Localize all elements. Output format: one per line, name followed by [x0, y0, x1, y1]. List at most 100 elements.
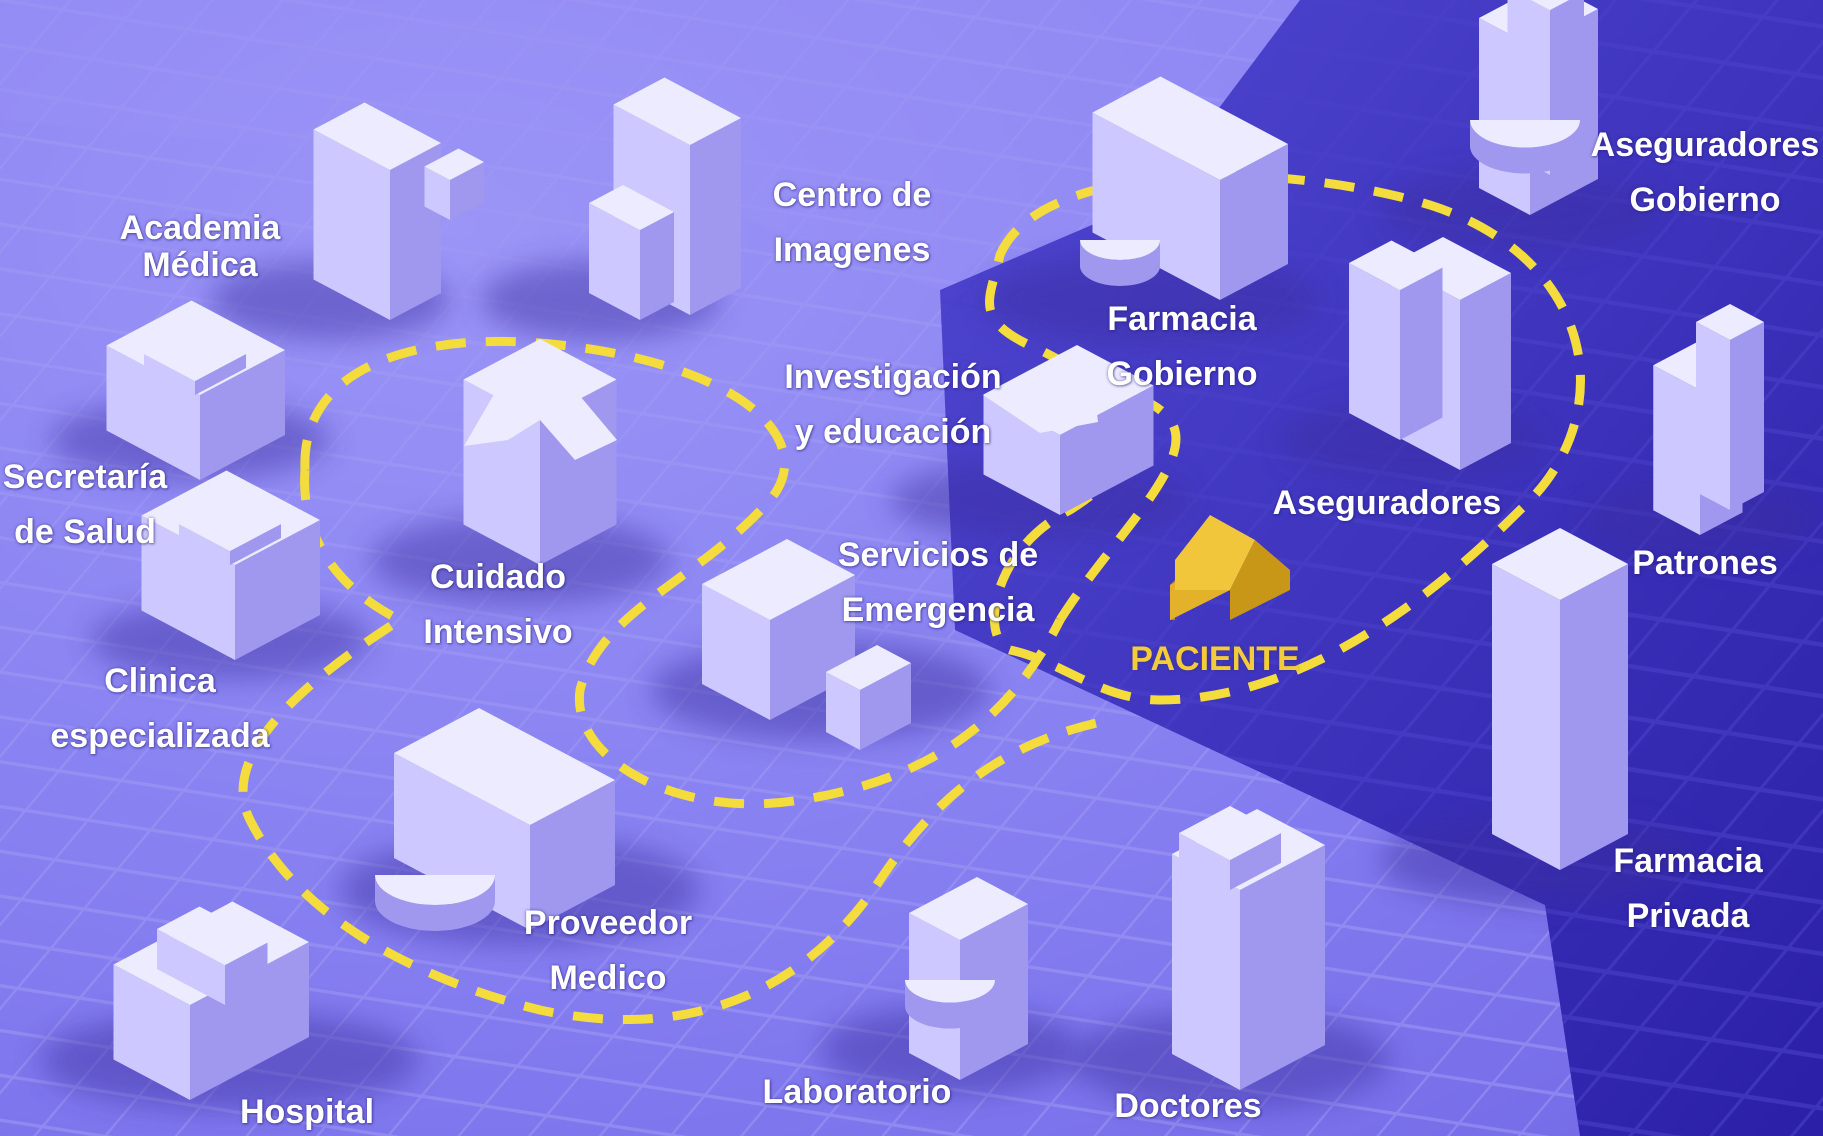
label-aseguradores: Aseguradores	[1273, 476, 1502, 531]
farmacia-gobierno-annex	[1080, 240, 1160, 286]
label-patrones: Patrones	[1632, 536, 1778, 591]
label-line: PACIENTE	[1130, 640, 1300, 678]
block-right-face	[190, 942, 309, 1100]
block-top-face	[394, 708, 615, 825]
block-left-face	[179, 524, 230, 565]
block-left-face	[394, 753, 530, 930]
label-laboratorio: Laboratorio	[763, 1068, 952, 1116]
label-line: Investigación	[784, 358, 1002, 396]
label-line: Aseguradores	[1590, 126, 1820, 164]
label-line: Academia	[119, 209, 281, 247]
label-hospital: Hospital	[240, 1088, 374, 1136]
block-right-face	[640, 212, 674, 320]
building-hospital-top	[157, 906, 268, 1005]
block-left-face	[144, 354, 195, 395]
block-right-face	[230, 524, 281, 565]
building-shadow	[370, 515, 670, 605]
label-investigacion-educacion: Investigación y educación	[784, 350, 1001, 460]
block-top-face	[179, 497, 281, 551]
label-line: Farmacia	[1613, 842, 1763, 880]
label-line: Patrones	[1632, 544, 1778, 582]
block-top-face	[589, 185, 674, 230]
building-academia-medica	[313, 102, 441, 320]
label-paciente: PACIENTE	[1130, 632, 1299, 687]
label-doctores: Doctores	[1114, 1082, 1261, 1130]
block-right-face	[225, 942, 268, 1005]
building-farmacia-gobierno	[1092, 76, 1288, 300]
label-cuidado-intensivo: Cuidado Intensivo	[423, 550, 572, 660]
annex-side	[375, 875, 495, 931]
building-servicios-emergencia-annex	[826, 645, 911, 750]
label-farmacia-gobierno: Farmacia Gobierno	[1106, 292, 1257, 402]
block-right-face	[1230, 833, 1281, 890]
block-left-face	[983, 394, 1060, 515]
annex-top	[375, 875, 495, 905]
block-right-face	[1730, 322, 1764, 510]
path-cuidado-emergencia	[300, 336, 1065, 809]
block-left-face	[1349, 263, 1400, 440]
building-cuidado-intensivo	[463, 339, 617, 565]
block-top-face	[1392, 237, 1511, 300]
label-secretaria-de-salud: Secretaría de Salud	[3, 450, 167, 560]
block-left-face	[1653, 365, 1700, 535]
label-line: Secretaría	[2, 458, 168, 496]
block-top-face	[313, 102, 441, 170]
building-laboratorio	[909, 877, 1028, 1080]
annex-side	[1080, 240, 1160, 286]
block-left-face	[141, 515, 235, 660]
block-right-face	[1560, 564, 1628, 870]
block-right-face	[1220, 144, 1288, 300]
label-line: Médica	[142, 246, 258, 284]
annex-side	[1470, 120, 1580, 174]
label-line: Doctores	[1114, 1087, 1262, 1125]
block-top-face	[702, 539, 855, 620]
proveedor-medico-annex	[375, 875, 495, 931]
block-right-face	[235, 520, 320, 660]
block-right-face	[1400, 267, 1443, 440]
label-line: Intensivo	[423, 613, 573, 651]
label-line: Gobierno	[1629, 181, 1781, 219]
block-left-face	[313, 129, 390, 320]
block-left-face	[589, 203, 640, 320]
label-line: Gobierno	[1106, 355, 1258, 393]
label-clinica-especializada: Clinica especializada	[50, 654, 269, 764]
label-line: especializada	[50, 717, 270, 755]
block-top-face	[157, 906, 268, 965]
block-right-face	[1060, 385, 1154, 515]
label-line: Proveedor	[523, 904, 693, 942]
block-left-face	[1092, 112, 1220, 300]
label-line: Clinica	[104, 662, 216, 700]
block-right-face	[450, 162, 484, 220]
building-centro-imagenes-annex	[589, 185, 674, 320]
label-line: Emergencia	[841, 591, 1035, 629]
label-line: Centro de	[772, 176, 932, 214]
block-left-face	[1172, 854, 1240, 1090]
investigacion-roof	[983, 370, 1098, 433]
block-left-face	[702, 584, 770, 720]
block-top-face	[1349, 240, 1443, 290]
annex-top	[1470, 120, 1580, 148]
building-farmacia-privada	[1492, 528, 1628, 870]
building-doctores-top	[1179, 806, 1281, 890]
block-right-face	[530, 780, 615, 930]
annex-top	[905, 980, 995, 1003]
label-centro-imagenes: Centro de Imagenes	[773, 168, 932, 278]
label-line: Aseguradores	[1272, 484, 1502, 522]
block-top-face	[1092, 76, 1288, 180]
block-right-face	[860, 663, 911, 750]
block-left-face	[424, 166, 450, 220]
laboratorio-annex	[905, 980, 995, 1029]
label-line: Privada	[1626, 897, 1750, 935]
block-left-face	[1696, 322, 1730, 510]
label-line: Hospital	[239, 1093, 375, 1131]
label-line: Medico	[549, 959, 667, 997]
label-line: Servicios de	[837, 536, 1039, 574]
block-top-face	[1179, 806, 1281, 860]
label-line: y educación	[794, 413, 992, 451]
block-right-face	[1460, 273, 1511, 470]
label-farmacia-privada: Farmacia Privada	[1613, 834, 1762, 944]
label-proveedor-medico: Proveedor Medico	[524, 896, 692, 1006]
block-top-face	[424, 148, 484, 180]
block-right-face	[195, 354, 246, 395]
